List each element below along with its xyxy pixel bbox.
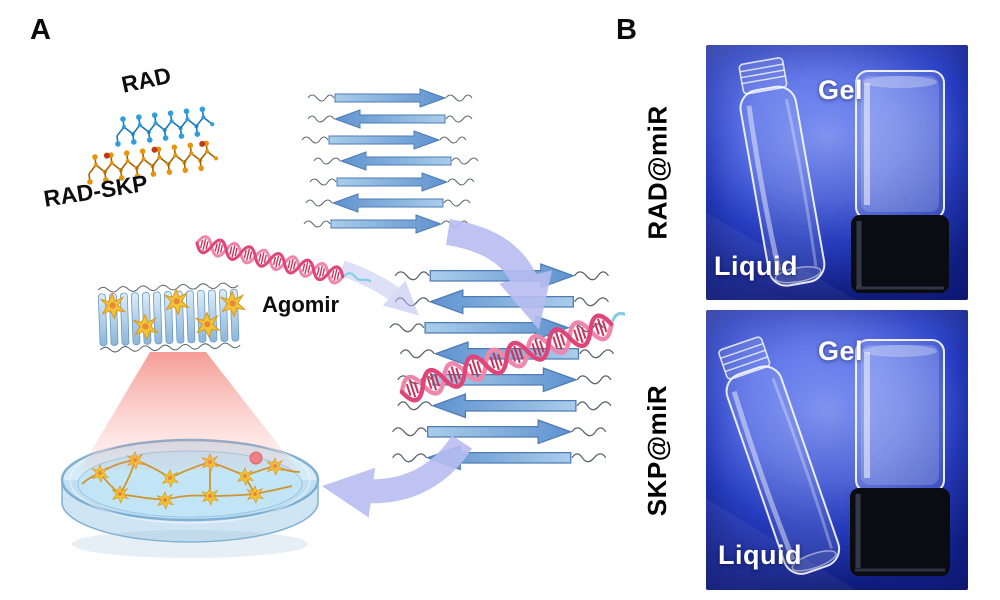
rad-skp-peptide-chain-icon [83, 138, 221, 186]
agomir-label: Agomir [262, 292, 339, 317]
panel-b: B RAD@miR [600, 0, 1000, 600]
assembly-arrow-icon [445, 219, 553, 330]
panel-a-label: A [30, 14, 52, 46]
photo1-side-label: RAD@miR [628, 45, 688, 300]
gel-vial-icon [850, 339, 950, 576]
photo2-gel-label: Gel [818, 336, 864, 366]
photo2-side-label: SKP@miR [628, 310, 688, 590]
nanofiber-stack-large-icon [389, 263, 615, 471]
photo1-artwork [706, 57, 949, 300]
red-beam-icon [80, 352, 298, 470]
photo1-side-label-text: RAD@miR [642, 105, 673, 240]
liquid-vial-icon [738, 57, 826, 287]
nanofiber-stack-small-icon [301, 88, 479, 234]
gel-vial-icon [851, 70, 949, 293]
photo2-liquid-label: Liquid [718, 540, 802, 570]
panel-b-label: B [616, 14, 638, 46]
photo2-side-label-text: SKP@miR [642, 384, 673, 516]
photo1-gel-label: Gel [818, 75, 864, 105]
liquid-vial-icon [718, 336, 841, 575]
panel-a-artwork [60, 88, 625, 558]
panel-a: A RAD RAD-SKP Agomir [30, 14, 625, 558]
photo1-liquid-label: Liquid [714, 251, 798, 281]
gelation-photo-rad-mir: Gel Liquid [706, 45, 968, 300]
mixing-arrow-icon [339, 260, 419, 316]
hydrogel-scaffold-icon [97, 282, 246, 353]
gelation-photo-skp-mir: Gel Liquid [706, 310, 968, 590]
culture-arrow-icon [322, 435, 473, 518]
photo2-artwork [706, 336, 950, 590]
rad-peptide-chain-icon [111, 104, 217, 148]
